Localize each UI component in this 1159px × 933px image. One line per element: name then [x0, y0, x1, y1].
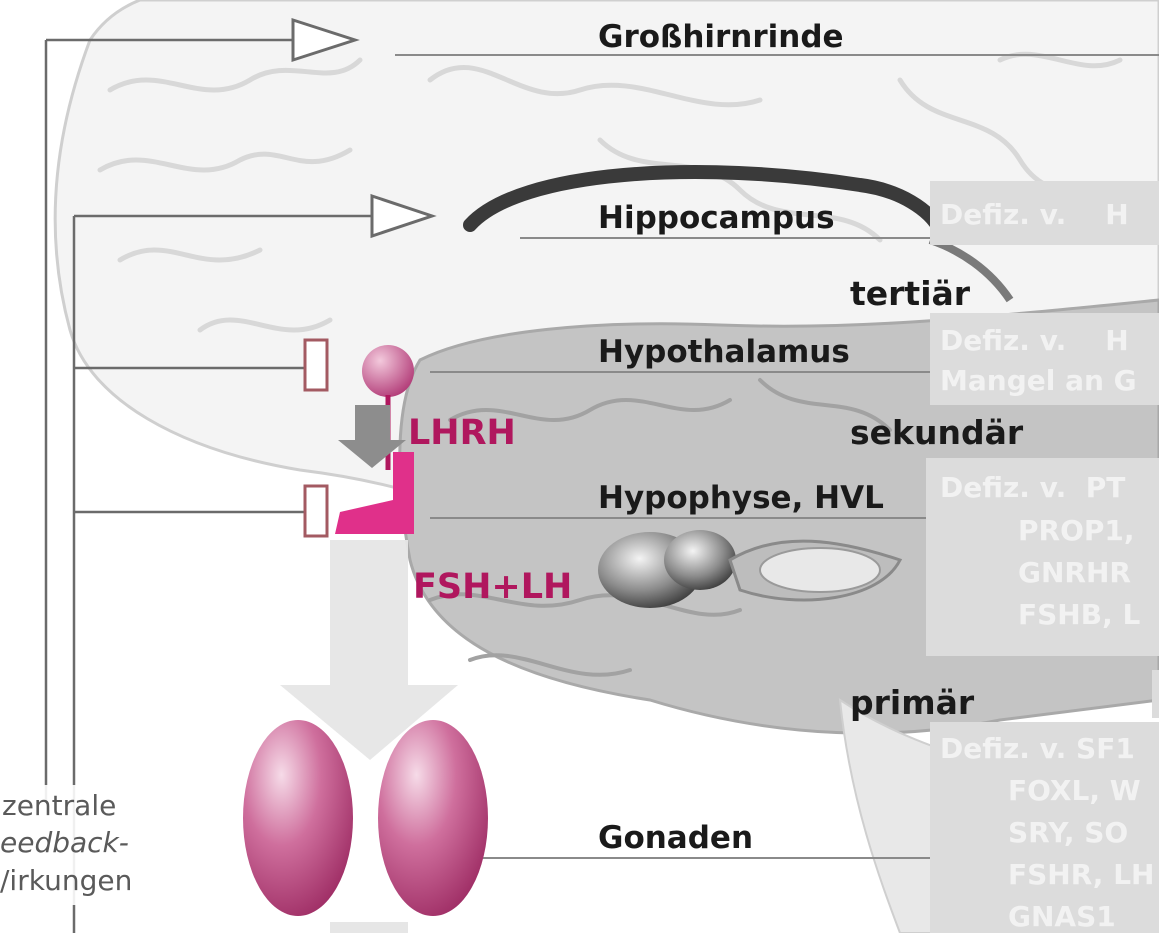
gonad-outflow-arrow: [330, 922, 408, 933]
feedback-caption-line-2: eedback-: [0, 826, 129, 859]
deficiency-hypothalamus-line-2: Mangel an G: [940, 364, 1137, 397]
pituitary-inhibitory-bar: [305, 486, 327, 536]
deficiency-gonads-line-3: SRY, SO: [1008, 816, 1128, 849]
gonad-left: [243, 720, 353, 916]
hormone-lhrh: LHRH: [408, 413, 516, 453]
label-hippocampus: Hippocampus: [598, 200, 835, 236]
deficiency-pituitary-line-4: FSHB, L: [1018, 598, 1140, 631]
label-cortex: Großhirnrinde: [598, 19, 844, 55]
feedback-caption-line-3: /irkungen: [0, 864, 132, 897]
primary-tier-box: [1152, 670, 1159, 718]
deficiency-box-gonads: Defiz. v. SF1 FOXL, W SRY, SO FSHR, LH G…: [930, 722, 1159, 933]
tier-secondary: sekundär: [850, 413, 1024, 452]
deficiency-gonads-line-1: Defiz. v. SF1: [940, 732, 1135, 765]
deficiency-hypothalamus-line-1: Defiz. v. H: [940, 324, 1129, 357]
deficiency-gonads-line-2: FOXL, W: [1008, 774, 1141, 807]
hormone-fsh-lh: FSH+LH: [413, 567, 572, 607]
deficiency-pituitary-line-3: GNRHR: [1018, 556, 1131, 589]
gonad-right: [378, 720, 488, 916]
deficiency-box-hippocampus: Defiz. v. H: [930, 181, 1159, 245]
label-pituitary: Hypophyse, HVL: [598, 480, 884, 516]
deficiency-box-pituitary: Defiz. v. PT PROP1, GNRHR FSHB, L: [926, 458, 1159, 656]
deficiency-box-hypothalamus: Defiz. v. H Mangel an G: [930, 313, 1159, 405]
tier-tertiary: tertiär: [850, 274, 971, 313]
feedback-caption-line-1: zentrale: [2, 789, 116, 822]
label-hypothalamus: Hypothalamus: [598, 334, 850, 370]
hypothalamus-inhibitory-bar: [305, 340, 327, 390]
label-gonads: Gonaden: [598, 820, 753, 856]
deficiency-pituitary-line-2: PROP1,: [1018, 514, 1135, 547]
deficiency-pituitary-line-1: Defiz. v. PT: [940, 471, 1125, 504]
tier-primary: primär: [850, 683, 975, 722]
deficiency-gonads-line-5: GNAS1: [1008, 900, 1116, 933]
hypothalamus-neuron: [362, 345, 414, 397]
deficiency-gonads-line-4: FSHR, LH: [1008, 858, 1154, 891]
deficiency-hippocampus-line-1: Defiz. v. H: [940, 198, 1129, 231]
